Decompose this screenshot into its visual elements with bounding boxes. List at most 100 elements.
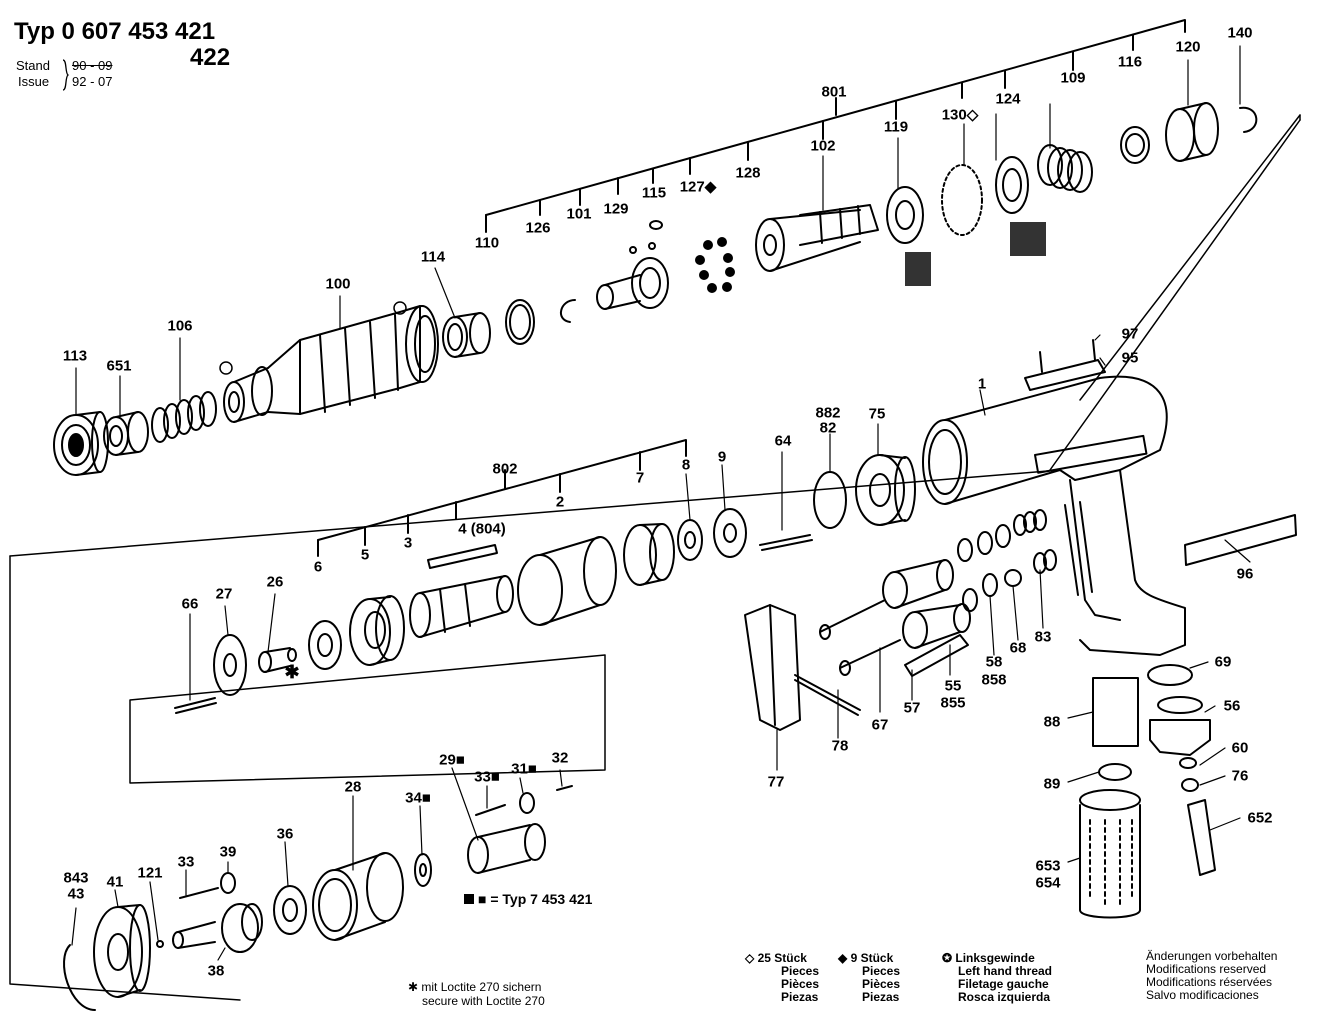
- part-75-end-plate: [855, 454, 916, 526]
- part-label: 858: [981, 671, 1007, 689]
- stand-value: 90 - 09: [72, 58, 113, 73]
- part-115-screw: [649, 220, 663, 230]
- diagram-title: Typ 0 607 453 421: [14, 18, 216, 45]
- part-label: 57: [903, 699, 921, 717]
- part-label: 129: [603, 200, 629, 218]
- issue-value: 92 - 07: [72, 74, 113, 89]
- part-label: 109: [1060, 69, 1086, 87]
- part-label: 855: [940, 694, 966, 712]
- part-653-filter-sleeve: [1079, 789, 1141, 919]
- part-2-cylinder: [517, 536, 617, 626]
- loctite-marker: ✱: [284, 662, 300, 682]
- part-28-planet-housing: [312, 852, 404, 941]
- part-121-ball: [156, 940, 164, 948]
- part-66-pin: [174, 697, 217, 714]
- part-label: 115: [641, 184, 667, 202]
- part-label: 651: [106, 357, 132, 375]
- part-124-bearing: [995, 156, 1029, 214]
- part-126-clip: [560, 299, 576, 323]
- part-label: 653: [1035, 857, 1061, 875]
- part-label: 7: [635, 469, 645, 487]
- part-58-oring: [957, 524, 1011, 612]
- part-label: 88: [1043, 713, 1061, 731]
- part-label: 83: [1034, 628, 1052, 646]
- part-label: 126: [525, 219, 551, 237]
- legend-qty9: ◆ 9 Stück Pieces Pièces Piezas: [838, 952, 900, 1004]
- part-label: 654: [1035, 874, 1061, 892]
- legend-line: Left hand thread: [958, 964, 1053, 978]
- part-label: 68: [1009, 639, 1027, 657]
- part-label: 33■: [474, 768, 500, 786]
- part-label: 34■: [405, 789, 431, 807]
- typ-note: ■ = Typ 7 453 421: [478, 891, 593, 907]
- leader-lines: [71, 45, 1251, 961]
- legend-line: Pièces: [781, 977, 820, 991]
- model-variant: 422: [190, 44, 231, 71]
- part-label: 100: [325, 275, 351, 293]
- part-652-hose-nipple: [1179, 757, 1216, 876]
- part-label: 75: [868, 405, 886, 423]
- part-label: 3: [403, 534, 413, 552]
- part-label: 110: [474, 234, 500, 252]
- part-33-pin: [179, 887, 219, 899]
- part-140-circlip: [1239, 106, 1258, 133]
- part-label: 36: [276, 825, 294, 843]
- part-116-ring: [1120, 126, 1150, 164]
- legend-left-hand-thread: ✪ Linksgewinde Left hand thread Filetage…: [942, 952, 1052, 1004]
- legend-line: Änderungen vorbehalten: [1146, 949, 1278, 963]
- part-label: 130◇: [941, 106, 979, 124]
- part-56-plug: [1149, 696, 1211, 756]
- part-102-drive-shaft: [755, 204, 879, 272]
- legend-line: Piezas: [862, 990, 900, 1004]
- legend-line: Modifications réservées: [1146, 975, 1273, 989]
- part-label: 120: [1175, 38, 1201, 56]
- part-label: 121: [137, 864, 163, 882]
- part-83-springs: [1013, 509, 1057, 574]
- part-label: 67: [871, 716, 889, 734]
- part-95-nameplate: [1024, 359, 1106, 391]
- part-label: 843: [63, 869, 89, 887]
- part-label: 56: [1223, 697, 1241, 715]
- part-38-spindle: [172, 903, 263, 953]
- legend-line: ◆ 9 Stück: [838, 951, 894, 965]
- part-label: 32: [551, 749, 569, 767]
- legend-line: Rosca izquierda: [958, 990, 1051, 1004]
- legend-line: ✪ Linksgewinde: [942, 951, 1035, 965]
- part-43-circlip: [63, 944, 96, 1011]
- part-89-disc: [1098, 763, 1132, 781]
- part-128-balls: [695, 237, 735, 293]
- part-label: 69: [1214, 653, 1232, 671]
- part-label: 9: [717, 448, 727, 466]
- part-label: 38: [207, 962, 225, 980]
- part-106-spring: [151, 391, 217, 443]
- part-651-sleeve: [103, 411, 149, 456]
- part-label: 66: [181, 595, 199, 613]
- part-label: 140: [1227, 24, 1253, 42]
- part-valve-assembly: [819, 559, 971, 676]
- part-label: 31■: [511, 760, 537, 778]
- part-26-pinion: [258, 647, 297, 673]
- part-113-nut: [53, 411, 109, 476]
- part-34-washer: [414, 853, 432, 887]
- part-label: 39: [219, 843, 237, 861]
- part-4-vanes: [427, 544, 498, 569]
- part-label: 78: [831, 737, 849, 755]
- part-100-housing: [223, 305, 439, 423]
- part-label: 60: [1231, 739, 1249, 757]
- part-label: 28: [344, 778, 362, 796]
- part-69-oring: [1147, 664, 1193, 686]
- part-label: 652: [1247, 809, 1273, 827]
- legend-line: ◇ 25 Stück: [745, 951, 807, 965]
- part-88-filter: [1092, 677, 1139, 747]
- part-label: 77: [767, 773, 785, 791]
- left-hand-thread-markers: [219, 301, 407, 375]
- part-label: 96: [1236, 565, 1254, 583]
- part-label: 41: [106, 873, 124, 891]
- part-7-cylinder-cover: [623, 523, 675, 586]
- part-label: 8: [681, 456, 691, 474]
- part-32-pin: [556, 785, 573, 791]
- grease-swatches: [905, 222, 1046, 286]
- part-36-bearing: [273, 885, 307, 935]
- part-41-bearing: [93, 904, 151, 998]
- part-label: 2: [555, 493, 565, 511]
